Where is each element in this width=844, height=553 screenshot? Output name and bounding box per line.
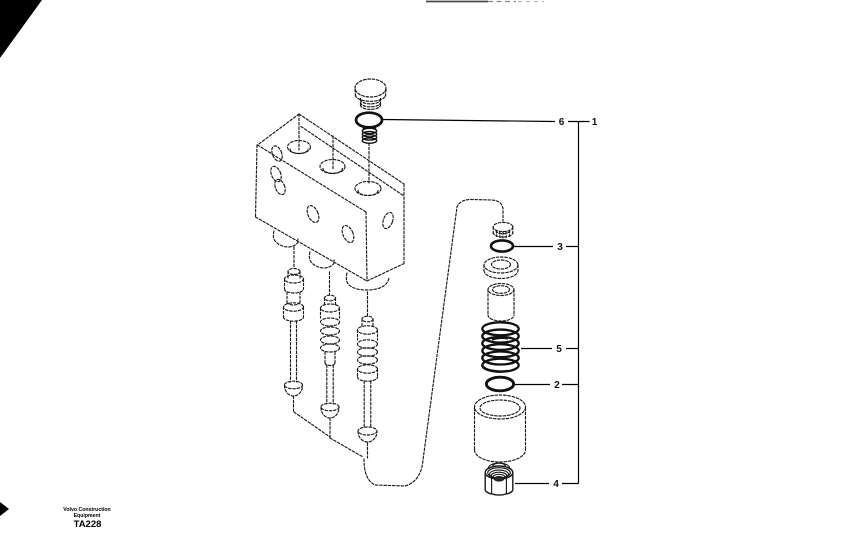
svg-text:2: 2 [554,380,560,391]
svg-text:4: 4 [553,479,559,490]
svg-text:6: 6 [559,117,565,128]
svg-text:1: 1 [592,117,598,128]
svg-text:3: 3 [557,242,563,253]
svg-text:TA228: TA228 [74,519,102,530]
svg-text:Equipment: Equipment [74,513,101,519]
svg-text:Volvo Construction: Volvo Construction [63,507,110,513]
svg-text:5: 5 [556,344,562,355]
